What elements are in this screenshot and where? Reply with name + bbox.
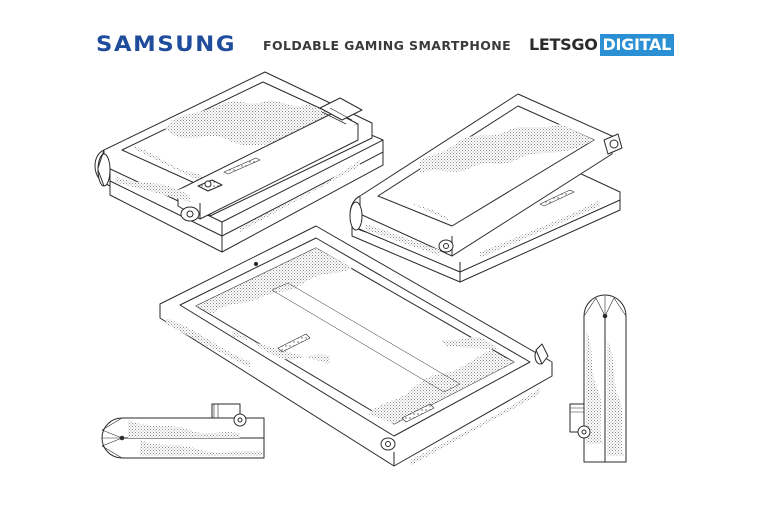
figure-folded-right xyxy=(349,93,623,283)
samsung-brand-logo: SAMSUNG xyxy=(96,32,237,56)
figure-folded-left xyxy=(94,71,384,253)
header: SAMSUNG FOLDABLE GAMING SMARTPHONE LETSG… xyxy=(0,0,782,70)
figure-unfolded-center xyxy=(159,225,553,467)
figure-side-profile-horizontal xyxy=(101,403,265,459)
letsgodigital-logo: LETSGO DIGITAL xyxy=(529,34,674,56)
logo-text-letsgo: LETSGO xyxy=(529,35,598,54)
logo-text-digital: DIGITAL xyxy=(599,34,674,56)
page-title: FOLDABLE GAMING SMARTPHONE xyxy=(263,38,512,53)
figure-side-profile-vertical xyxy=(569,294,627,463)
